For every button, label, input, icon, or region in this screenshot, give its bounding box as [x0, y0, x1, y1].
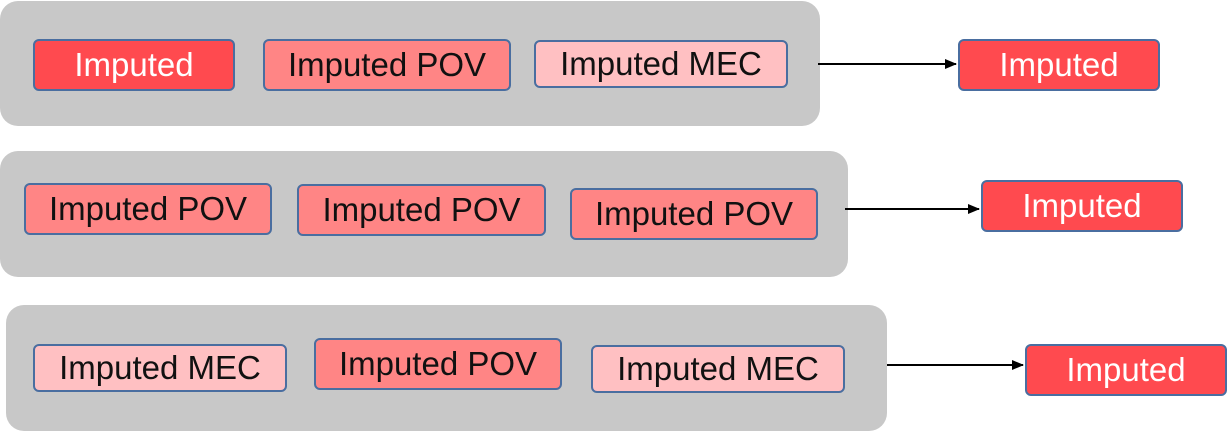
row-3-output-label: Imputed — [1066, 351, 1186, 388]
row-3-input-3-label: Imputed MEC — [617, 350, 819, 387]
row-3-input-1-label: Imputed MEC — [59, 349, 261, 386]
row-3-input-2-label: Imputed POV — [338, 345, 538, 382]
row-1-output-label: Imputed — [999, 46, 1119, 83]
row-1-output: Imputed — [958, 39, 1160, 91]
row-1-input-1-label: Imputed — [74, 46, 194, 83]
row-2-input-2: Imputed POV — [297, 184, 546, 236]
row-3-input-3: Imputed MEC — [591, 345, 845, 393]
row-2-output: Imputed — [981, 180, 1183, 232]
row-1-input-3: Imputed MEC — [534, 40, 788, 88]
row-2-input-1: Imputed POV — [24, 183, 272, 235]
row-1-input-2-label: Imputed POV — [287, 46, 487, 83]
row-2-input-1-label: Imputed POV — [48, 190, 248, 227]
row-3-input-1: Imputed MEC — [33, 344, 287, 392]
row-2-output-label: Imputed — [1022, 187, 1142, 224]
row-3-output: Imputed — [1025, 344, 1227, 396]
row-1-input-2: Imputed POV — [263, 39, 511, 91]
row-1-input-3-label: Imputed MEC — [560, 45, 762, 82]
row-2-input-3: Imputed POV — [570, 188, 818, 240]
row-2-input-3-label: Imputed POV — [594, 195, 794, 232]
row-1-input-1: Imputed — [33, 39, 235, 91]
row-2-input-2-label: Imputed POV — [322, 191, 521, 228]
row-3-input-2: Imputed POV — [314, 338, 562, 390]
